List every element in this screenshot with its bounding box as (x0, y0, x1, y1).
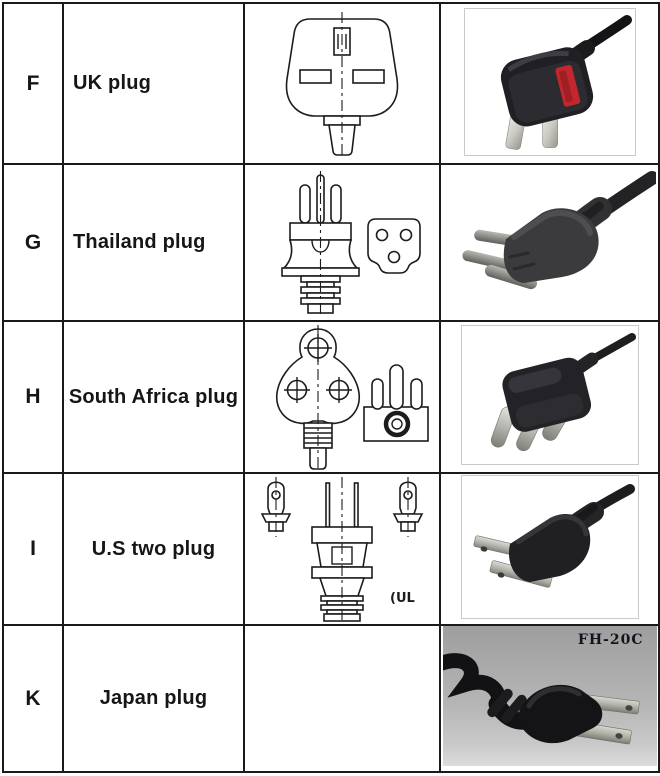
table-row-japan: K Japan plug (2, 624, 660, 773)
us-two-drawing-cell: (UL (243, 472, 441, 626)
south-africa-photo-cell (439, 320, 660, 474)
row-name-us-two: U.S two plug (62, 472, 245, 626)
row-code-uk: F (2, 2, 64, 165)
table-row-south-africa: H South Africa plug (2, 320, 660, 474)
thailand-drawing-cell (243, 163, 441, 322)
row-name-japan: Japan plug (62, 624, 245, 773)
row-name-thailand: Thailand plug (62, 163, 245, 322)
uk-drawing-cell (243, 2, 441, 165)
row-code-us-two: I (2, 472, 64, 626)
uk-plug-photo (500, 14, 632, 150)
table-row-uk: F UK plug (2, 2, 660, 165)
thailand-plug-line-drawing-icon (281, 170, 421, 315)
uk-plug-line-drawing-icon (285, 11, 399, 157)
japan-drawing-cell-empty (243, 624, 441, 773)
row-code-japan: K (2, 624, 64, 773)
us-blade-detail-right (392, 477, 424, 537)
row-code-thailand: G (2, 163, 64, 322)
table-row-us-two: I U.S two plug (2, 472, 660, 626)
japan-photo-cell: FH-20C (439, 624, 660, 773)
thailand-plug-photo (461, 171, 657, 290)
us-blade-detail-left (260, 477, 292, 537)
ul-mark: (UL (390, 591, 415, 606)
row-name-uk: UK plug (62, 2, 245, 165)
us-two-photo-cell (439, 472, 660, 626)
south-africa-plug-line-drawing-icon (275, 325, 429, 470)
thailand-photo-cell (439, 163, 660, 322)
south-africa-drawing-cell (243, 320, 441, 474)
row-name-south-africa: South Africa plug (62, 320, 245, 474)
us-two-plug-photo (473, 484, 635, 588)
table-row-thailand: G Thailand plug (2, 163, 660, 322)
japan-photo-model-label: FH-20C (577, 632, 644, 648)
uk-photo-cell (439, 2, 660, 165)
row-code-south-africa: H (2, 320, 64, 474)
south-africa-plug-photo (490, 333, 636, 452)
japan-plug-photo (442, 653, 640, 745)
us-two-plug-line-drawing-icon: (UL (260, 477, 424, 622)
